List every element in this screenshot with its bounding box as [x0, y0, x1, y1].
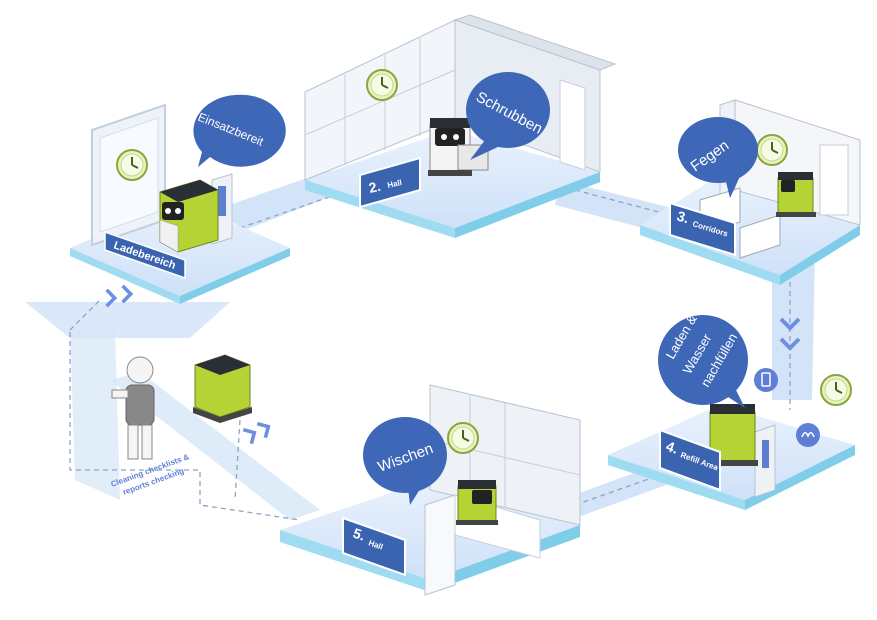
sign-hall5-number: 5.	[351, 525, 367, 544]
bubble-hall2: Schrubben	[466, 72, 550, 160]
robot-icon	[456, 480, 498, 525]
bubble-corridors: Fegen	[678, 117, 758, 198]
robot-icon	[159, 179, 219, 253]
robot-icon	[428, 118, 489, 176]
battery-icon	[754, 368, 778, 392]
bubble-hall5: Wischen	[363, 417, 447, 505]
clock-icon	[447, 422, 479, 454]
sign-hall5: 5. Hall	[342, 516, 406, 577]
sign-hall2-number: 2.	[367, 178, 382, 196]
clock-icon	[366, 69, 398, 101]
sign-refill: 4. Refill Area	[659, 428, 721, 492]
clock-icon	[820, 374, 852, 406]
sign-hall2: 2. Hall	[359, 156, 421, 209]
path-network	[25, 170, 815, 521]
robot-icon	[708, 404, 758, 466]
clock-icon	[116, 149, 148, 181]
robot-icon	[776, 172, 816, 217]
bubble-charging: Einsatzbereit	[193, 94, 286, 167]
bubble-refill: Laden & Wasser nachfüllen	[658, 312, 748, 408]
corridors-platform	[640, 99, 861, 285]
person-icon	[111, 356, 155, 460]
water-drop-icon	[796, 423, 820, 447]
robot-icon	[193, 354, 252, 423]
clock-icon	[756, 134, 788, 166]
sign-corridors-number: 3.	[675, 208, 691, 227]
sign-hall2-label: Hall	[387, 178, 403, 190]
hall5-platform	[280, 384, 581, 596]
sign-corridors: 3. Corridors	[669, 201, 736, 257]
sign-refill-number: 4.	[664, 438, 680, 457]
